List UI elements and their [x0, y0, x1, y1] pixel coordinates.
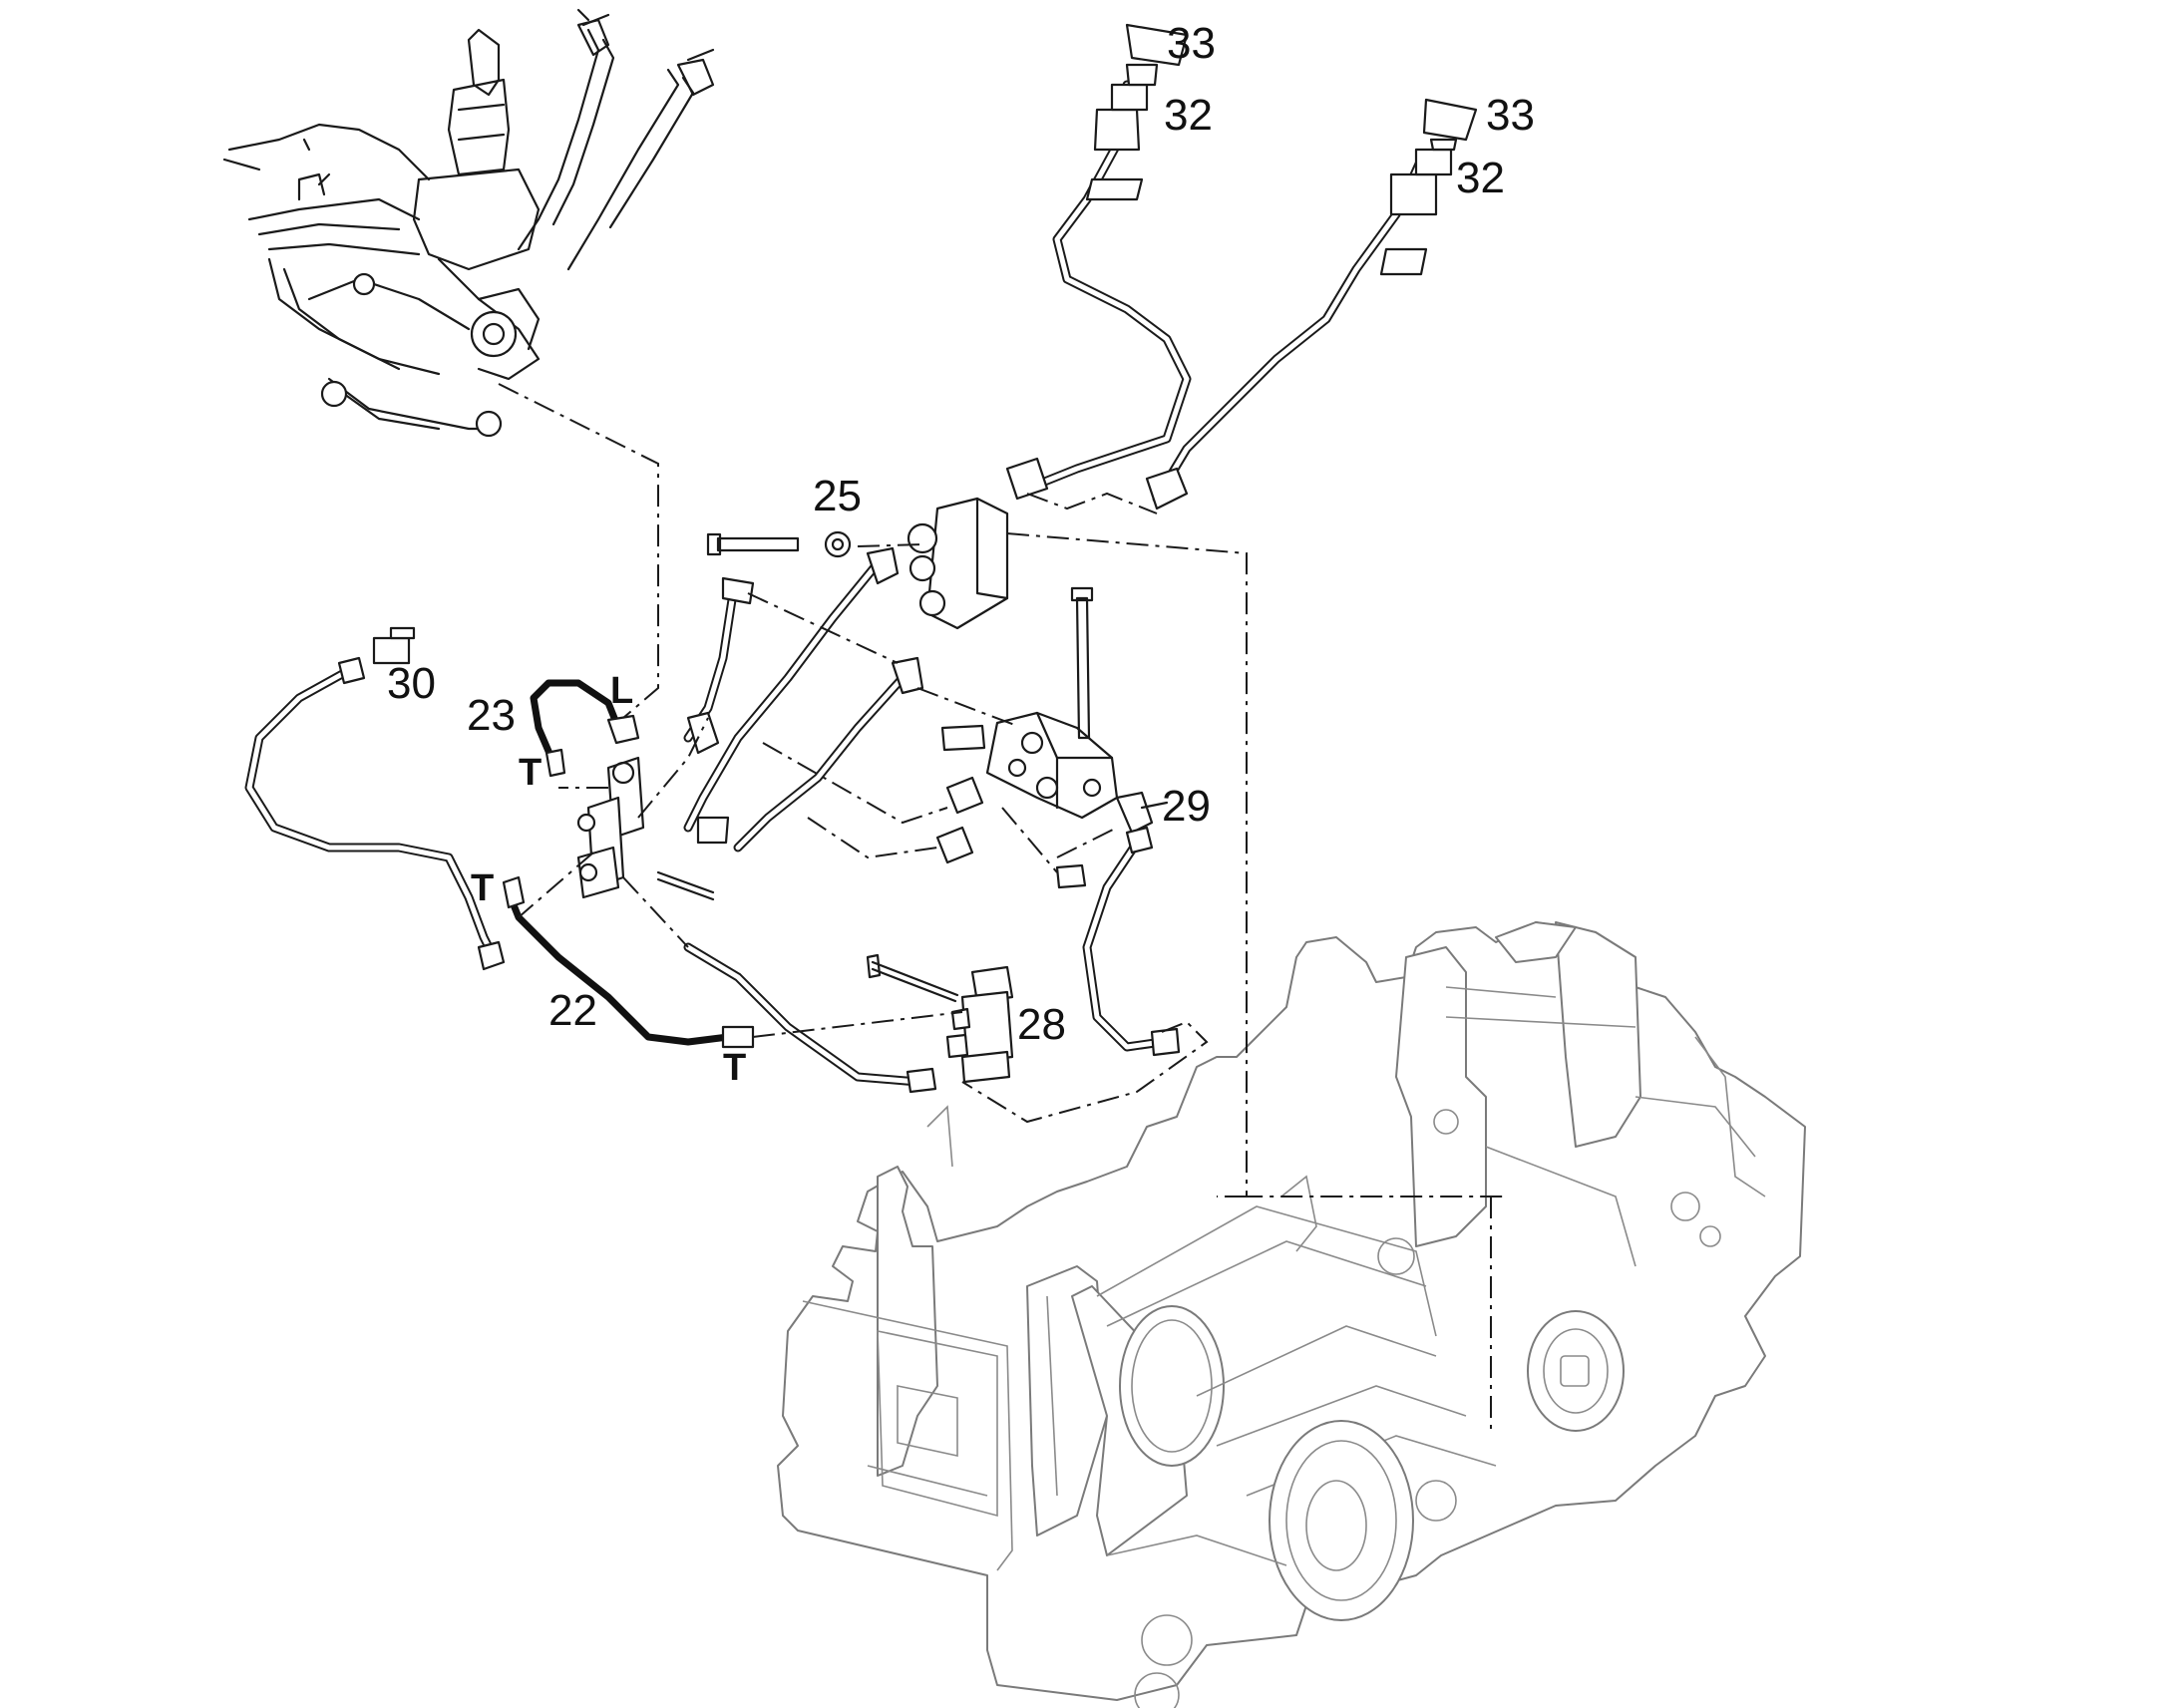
callout-32-left: 32: [1164, 91, 1213, 140]
callout-labels: 33 32 33 32 25 30 23 29 22 28: [387, 19, 1535, 1049]
callout-30: 30: [387, 659, 436, 708]
port-label-T-middle: T: [471, 867, 494, 909]
upper-hose-assembly: [1005, 23, 1478, 511]
port-labels: L T T T: [471, 670, 746, 1089]
callout-32-right: 32: [1456, 154, 1505, 202]
callout-33-left: 33: [1167, 19, 1216, 68]
hose-23: [530, 679, 640, 778]
lower-hose-lines: [683, 826, 1181, 1094]
port-label-T-upper: T: [519, 752, 542, 794]
hose-30: [244, 626, 506, 971]
leader-lines: [498, 383, 1506, 1436]
callout-22: 22: [548, 986, 597, 1035]
port-label-T-lower: T: [723, 1047, 746, 1089]
valve-block-25: [706, 497, 1009, 630]
solenoid-valve-28: [866, 953, 1014, 1084]
callout-23: 23: [467, 691, 516, 740]
joystick-control-assembly: [222, 8, 715, 438]
selector-valve-block: [935, 586, 1169, 889]
machine-frame: [777, 921, 1806, 1708]
callout-29: 29: [1162, 782, 1211, 831]
middle-hose-assembly: [683, 546, 924, 853]
port-label-L: L: [610, 670, 633, 712]
callout-28: 28: [1017, 1000, 1066, 1049]
callout-25: 25: [813, 472, 862, 520]
solenoid-valve-left: [576, 756, 715, 901]
callout-33-right: 33: [1486, 91, 1535, 140]
